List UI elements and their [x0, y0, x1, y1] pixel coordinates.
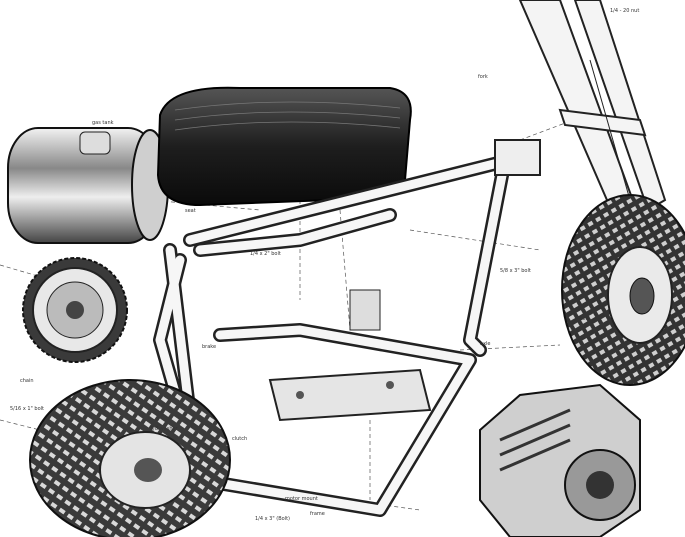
callout-label: clutch [232, 436, 247, 442]
callout-labels: 1/4 - 20 nut gas tank fork 5/8 x 3" bolt sea… [10, 8, 639, 522]
callout-label: 5/8 x 3" bolt [500, 268, 531, 274]
rear-wheel [29, 379, 231, 537]
callout-label: gas tank [92, 120, 114, 126]
callout-label: chain [20, 378, 34, 384]
callout-label: 1/4 x 2" bolt [250, 251, 281, 257]
callout-label: motor mount [285, 496, 318, 502]
callout-label: frame [310, 511, 325, 517]
rear-sprocket [22, 257, 128, 363]
steering-head [494, 139, 541, 176]
callout-label: 3/8 washer [150, 426, 179, 432]
callout-label: axle [480, 341, 491, 347]
engine-mount-plate [268, 289, 432, 422]
callout-label: 5/16 x 1" bolt [10, 406, 44, 412]
frame-highlight [155, 155, 515, 515]
callout-label: 1/4 x 3" (Bolt) [255, 516, 290, 522]
callout-label: 1/4 - 20 nut [610, 8, 639, 14]
callout-label: brake [202, 344, 216, 350]
callout-label: wheel [575, 316, 590, 322]
callout-label: fork [478, 74, 488, 80]
callout-label: seat [185, 208, 196, 214]
seat-pad [156, 86, 412, 207]
engine [479, 383, 641, 537]
front-fork [518, 0, 667, 232]
fuel-tank [7, 127, 169, 244]
front-wheel [561, 194, 685, 386]
